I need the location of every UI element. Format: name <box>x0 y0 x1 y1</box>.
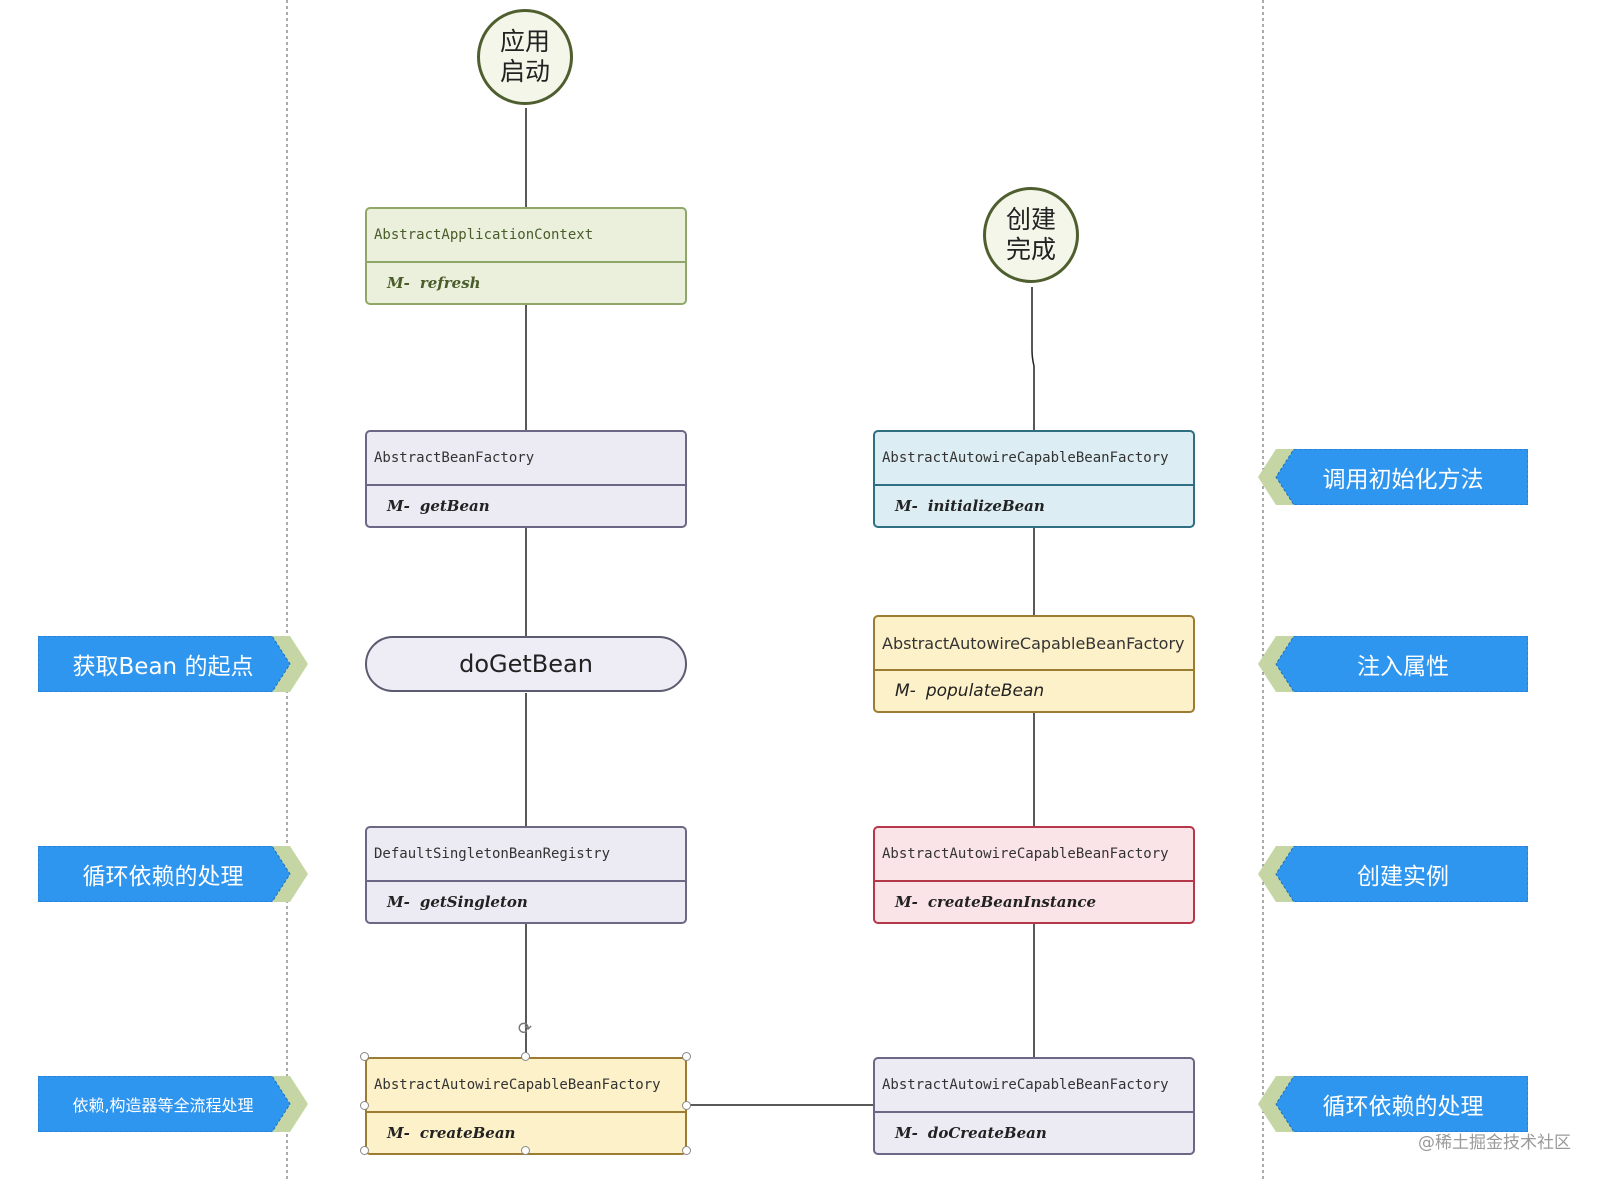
watermark: @稀土掘金技术社区 <box>1418 1133 1571 1153</box>
dogetbean-label: doGetBean <box>459 650 593 678</box>
callout-left-getbean-start[interactable]: 获取Bean 的起点 <box>38 636 308 692</box>
method-name: populateBean <box>925 681 1045 701</box>
callout-label: 依赖,构造器等全流程处理 <box>72 1096 254 1115</box>
method-row: M- getSingleton <box>367 882 685 922</box>
method-row: M- initializeBean <box>875 486 1193 526</box>
callout-arrow-shape <box>38 1076 308 1132</box>
connector-initialize-end <box>1031 287 1035 431</box>
method-row: M- refresh <box>367 263 685 303</box>
createbean-class-box[interactable]: AbstractAutowireCapableBeanFactory M- cr… <box>365 1057 687 1155</box>
callout-right-circular-dependency[interactable]: 循环依赖的处理 <box>1258 1076 1528 1132</box>
method-marker: M- <box>895 893 918 911</box>
class-name: AbstractApplicationContext <box>367 209 685 263</box>
class-name: AbstractAutowireCapableBeanFactory <box>875 617 1193 671</box>
initializebean-class-box[interactable]: AbstractAutowireCapableBeanFactory M- in… <box>873 430 1195 528</box>
method-marker: M- <box>895 1124 918 1142</box>
callout-label: 注入属性 <box>1357 654 1449 680</box>
method-name: doCreateBean <box>927 1124 1047 1142</box>
callout-left-full-flow[interactable]: 依赖,构造器等全流程处理 <box>38 1076 308 1132</box>
method-name: createBeanInstance <box>927 893 1097 911</box>
method-row: M- populateBean <box>875 671 1193 711</box>
class-name: DefaultSingletonBeanRegistry <box>367 828 685 882</box>
method-name: initializeBean <box>927 497 1045 515</box>
callout-arrow-shape <box>38 636 308 692</box>
method-row: M- createBeanInstance <box>875 882 1193 922</box>
class-name: AbstractAutowireCapableBeanFactory <box>875 432 1193 486</box>
callout-label: 循环依赖的处理 <box>82 864 244 890</box>
method-marker: M- <box>387 1124 410 1142</box>
class-name: AbstractAutowireCapableBeanFactory <box>367 1059 685 1113</box>
selection-handle[interactable] <box>360 1052 369 1061</box>
rotate-handle-icon[interactable]: ⟳ <box>517 1019 533 1039</box>
dogetbean-node[interactable]: doGetBean <box>365 636 687 692</box>
selection-handle[interactable] <box>682 1052 691 1061</box>
callout-arrow-shape <box>38 846 308 902</box>
class-name: AbstractAutowireCapableBeanFactory <box>875 1059 1193 1113</box>
method-marker: M- <box>387 497 410 515</box>
selection-handle[interactable] <box>521 1052 530 1061</box>
end-node-label: 创建 完成 <box>1005 205 1056 264</box>
method-marker: M- <box>387 893 410 911</box>
selection-handle[interactable] <box>521 1146 530 1155</box>
callout-right-inject[interactable]: 注入属性 <box>1258 636 1528 692</box>
getbean-class-box[interactable]: AbstractBeanFactory M- getBean <box>365 430 687 528</box>
start-node: 应用 启动 <box>477 9 573 105</box>
method-row: M- getBean <box>367 486 685 526</box>
callout-label: 调用初始化方法 <box>1322 467 1484 493</box>
callout-label: 循环依赖的处理 <box>1322 1094 1484 1120</box>
method-name: getSingleton <box>419 893 528 911</box>
method-name: createBean <box>419 1124 516 1142</box>
callout-label: 获取Bean 的起点 <box>72 654 254 680</box>
docreatebean-class-box[interactable]: AbstractAutowireCapableBeanFactory M- do… <box>873 1057 1195 1155</box>
callout-arrow-shape <box>1258 636 1528 692</box>
selection-handle[interactable] <box>360 1101 369 1110</box>
callout-right-initialize[interactable]: 调用初始化方法 <box>1258 449 1528 505</box>
end-node: 创建 完成 <box>983 187 1079 283</box>
callout-label: 创建实例 <box>1357 864 1449 890</box>
callout-arrow-shape <box>1258 449 1528 505</box>
populatebean-class-box[interactable]: AbstractAutowireCapableBeanFactory M- po… <box>873 615 1195 713</box>
class-name: AbstractAutowireCapableBeanFactory <box>875 828 1193 882</box>
method-name: refresh <box>419 274 481 292</box>
selection-handle[interactable] <box>360 1146 369 1155</box>
getsingleton-class-box[interactable]: DefaultSingletonBeanRegistry M- getSingl… <box>365 826 687 924</box>
method-marker: M- <box>895 681 916 701</box>
selection-handle[interactable] <box>682 1146 691 1155</box>
selection-handle[interactable] <box>682 1101 691 1110</box>
method-row: M- doCreateBean <box>875 1113 1193 1153</box>
callout-arrow-shape <box>1258 1076 1528 1132</box>
callout-arrow-shape <box>1258 846 1528 902</box>
class-name: AbstractBeanFactory <box>367 432 685 486</box>
method-name: getBean <box>419 497 490 515</box>
start-node-label: 应用 启动 <box>499 27 550 86</box>
createbeaninstance-class-box[interactable]: AbstractAutowireCapableBeanFactory M- cr… <box>873 826 1195 924</box>
method-marker: M- <box>387 274 410 292</box>
refresh-class-box[interactable]: AbstractApplicationContext M- refresh <box>365 207 687 305</box>
callout-left-circular-dependency[interactable]: 循环依赖的处理 <box>38 846 308 902</box>
method-row: M- createBean <box>367 1113 685 1153</box>
callout-right-create-instance[interactable]: 创建实例 <box>1258 846 1528 902</box>
method-marker: M- <box>895 497 918 515</box>
